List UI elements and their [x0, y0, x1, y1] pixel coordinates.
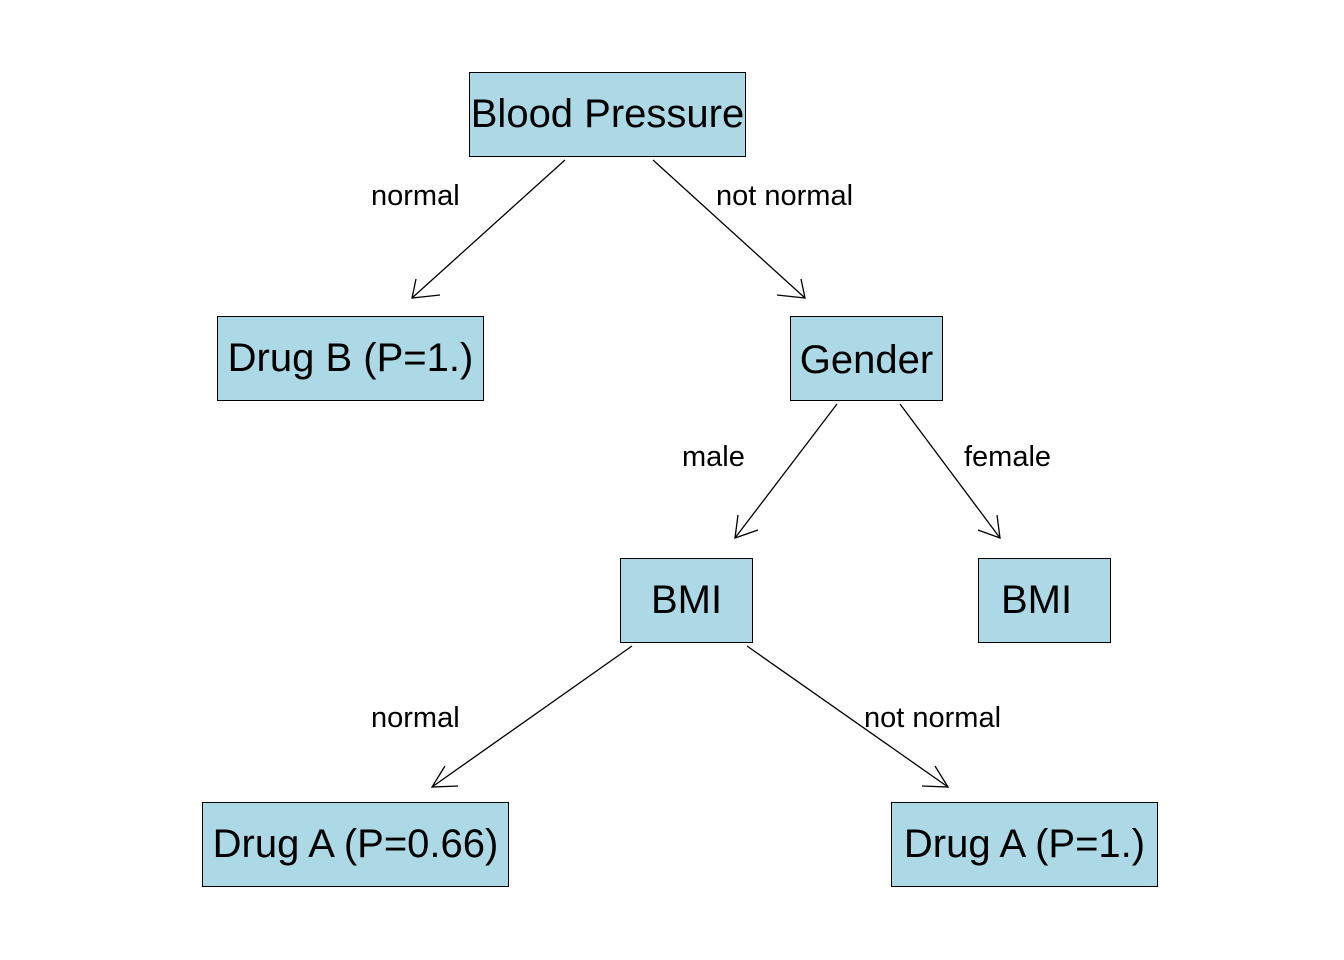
node-blood-pressure-label: Blood Pressure	[470, 92, 745, 136]
node-gender: Gender	[790, 316, 943, 401]
edge-bp-to-drug-b	[411, 159, 566, 299]
edge-gender-to-bmi-male	[734, 403, 838, 539]
edge-label-bmi-not-normal: not normal	[864, 702, 1002, 734]
edge-bmi-to-drug-a-normal	[430, 645, 633, 788]
node-drug-a-normal-label: Drug A (P=0.66)	[212, 822, 499, 866]
edge-label-gender-female: female	[964, 441, 1052, 473]
node-drug-a-not-normal: Drug A (P=1.)	[891, 802, 1158, 887]
edge-label-bp-not-normal: not normal	[716, 180, 854, 212]
edge-gender-to-bmi-female	[899, 403, 1001, 539]
edge-label-gender-male: male	[682, 441, 745, 473]
node-bmi-female: BMI	[978, 558, 1111, 643]
node-drug-a-normal: Drug A (P=0.66)	[202, 802, 509, 887]
node-bmi-male-label: BMI	[650, 578, 723, 622]
edge-bmi-to-drug-a-not-normal	[746, 645, 950, 788]
node-gender-label: Gender	[799, 338, 934, 382]
node-drug-b: Drug B (P=1.)	[217, 316, 484, 401]
edge-label-bp-normal: normal	[371, 180, 460, 212]
edge-label-bmi-normal: normal	[371, 702, 460, 734]
edge-bp-to-gender	[652, 159, 806, 299]
node-blood-pressure: Blood Pressure	[469, 72, 746, 157]
node-drug-b-label: Drug B (P=1.)	[227, 336, 474, 380]
node-bmi-female-label: BMI	[1001, 578, 1073, 622]
node-bmi-male: BMI	[620, 558, 753, 643]
node-drug-a-not-normal-label: Drug A (P=1.)	[903, 822, 1146, 866]
